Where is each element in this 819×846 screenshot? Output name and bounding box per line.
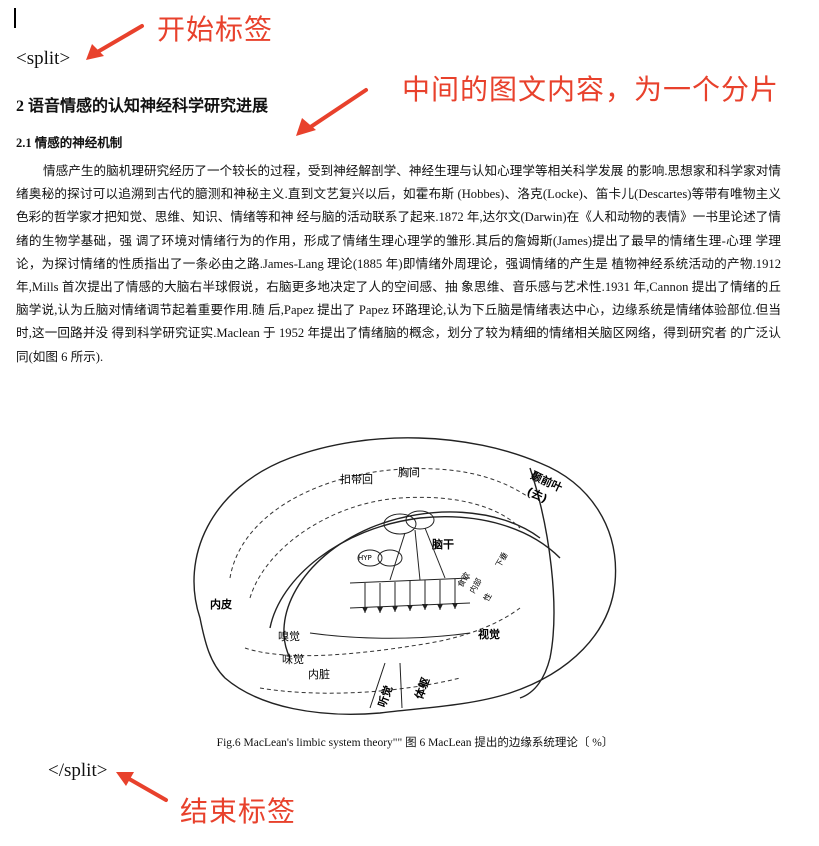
body-paragraph: 情感产生的脑机理研究经历了一个较长的过程，受到神经解剖学、神经生理与认知心理学等… [16,160,781,369]
label-brainstem: 脑干 [432,537,454,551]
paragraph-text: 情感产生的脑机理研究经历了一个较长的过程，受到神经解剖学、神经生理与认知心理学等… [16,164,781,364]
start-arrow-icon [86,24,144,60]
middle-arrow-icon [296,88,368,136]
split-end-tag: </split> [48,760,108,781]
end-arrow-icon [116,772,168,802]
annotation-middle: 中间的图文内容，为一个分片 [402,73,780,106]
text-cursor [14,8,16,28]
section-heading: 2 语音情感的认知神经科学研究进展 [16,98,269,115]
label-s2: 内部 [467,576,484,595]
label-viscera: 内脏 [308,667,330,681]
split-start-tag: <split> [16,48,71,69]
label-body: 体躯 [412,676,433,701]
label-fornix: 胸间 [398,465,420,479]
label-vision: 视觉 [478,627,500,641]
label-inner: 内皮 [210,597,232,611]
label-hyp: HYP [358,554,372,562]
label-s3: 性 [481,591,494,603]
label-smell: 嗅觉 [278,629,300,643]
label-taste: 味觉 [282,653,304,666]
annotation-end: 结束标签 [180,795,297,828]
label-cingulate: 扣带回 [340,472,373,486]
limbic-system-figure: 扣带回 胸间 颞前叶 (去) 脑干 HYP 内皮 嗅觉 味觉 内脏 视觉 听觉 … [193,437,617,715]
subsection-heading: 2.1 情感的神经机制 [16,136,123,150]
label-s1: 食欲 [455,570,472,589]
label-pit: 下垂 [493,550,510,569]
figure-caption: Fig.6 MacLean's limbic system theory"" 图… [216,737,614,749]
label-hearing: 听觉 [375,684,396,709]
annotation-start: 开始标签 [157,13,274,46]
